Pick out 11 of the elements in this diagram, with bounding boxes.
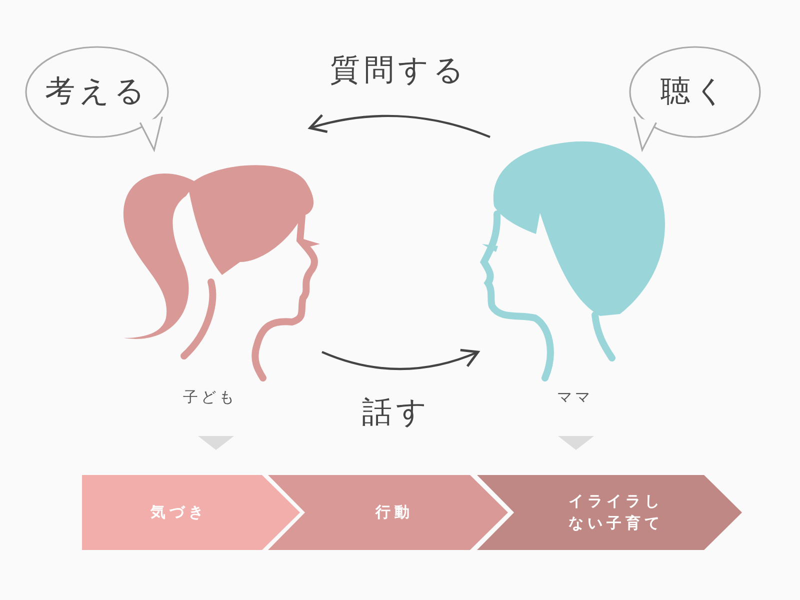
person-label: ママ [556,388,594,407]
bubble-text: 聴く [660,72,730,110]
bubble-text: 考える [45,72,149,110]
step-label: イライラしない子育て [568,490,664,534]
curved-arrow [322,348,480,370]
step-label: 気づき [150,502,208,523]
step-label: 行動 [376,502,414,523]
person-label: 子ども [182,388,238,407]
edge-label: 質問する [330,52,468,90]
edge-label: 話す [362,394,431,432]
curved-arrow [308,114,490,138]
